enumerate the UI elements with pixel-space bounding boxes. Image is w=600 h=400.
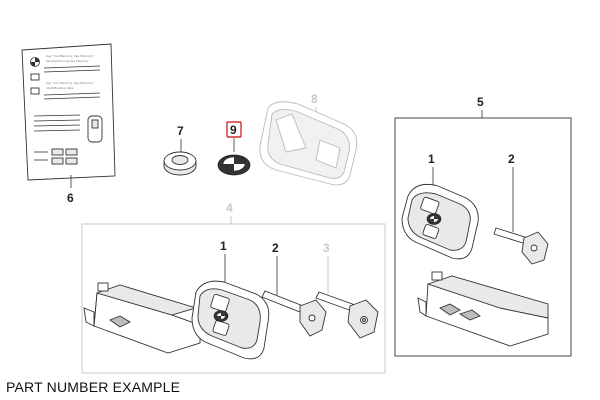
instruction-card: Key "Car Memory, Key Memory" Kennzeichnu… <box>21 43 116 181</box>
card-text-line-4: Identification data <box>46 86 74 90</box>
right-remote-module <box>417 271 549 347</box>
emblem-callout-highlight <box>226 121 242 138</box>
set-left-frame <box>81 223 386 374</box>
battery <box>163 151 197 176</box>
bmw-emblem <box>217 154 251 176</box>
right-key-blade <box>493 227 549 265</box>
callout-right-2: 2 <box>508 152 515 166</box>
right-smart-key <box>401 183 479 260</box>
callout-4: 4 <box>226 201 233 215</box>
callout-left-1: 1 <box>220 239 227 253</box>
callout-9: 9 <box>230 123 237 137</box>
left-emergency-key <box>315 291 379 339</box>
left-smart-key <box>191 280 270 360</box>
callout-8: 8 <box>311 92 318 106</box>
left-remote-module <box>83 282 201 354</box>
card-text-line-3: Key "Car Memory, Key Memory" <box>46 81 95 85</box>
set-right-frame <box>394 117 572 357</box>
callout-left-2: 2 <box>272 241 279 255</box>
key-housing <box>259 101 358 186</box>
callout-7: 7 <box>177 124 184 138</box>
callout-6: 6 <box>67 191 74 205</box>
left-key-blade <box>261 290 327 337</box>
caption: PART NUMBER EXAMPLE <box>6 379 181 395</box>
callout-left-3: 3 <box>323 241 330 255</box>
callout-right-1: 1 <box>428 152 435 166</box>
callout-5: 5 <box>477 95 484 109</box>
card-text-line-2: Kennzeichnung Key Memory <box>46 59 89 63</box>
card-text-line-1: Key "Car Memory, Key Memory" <box>46 54 95 58</box>
